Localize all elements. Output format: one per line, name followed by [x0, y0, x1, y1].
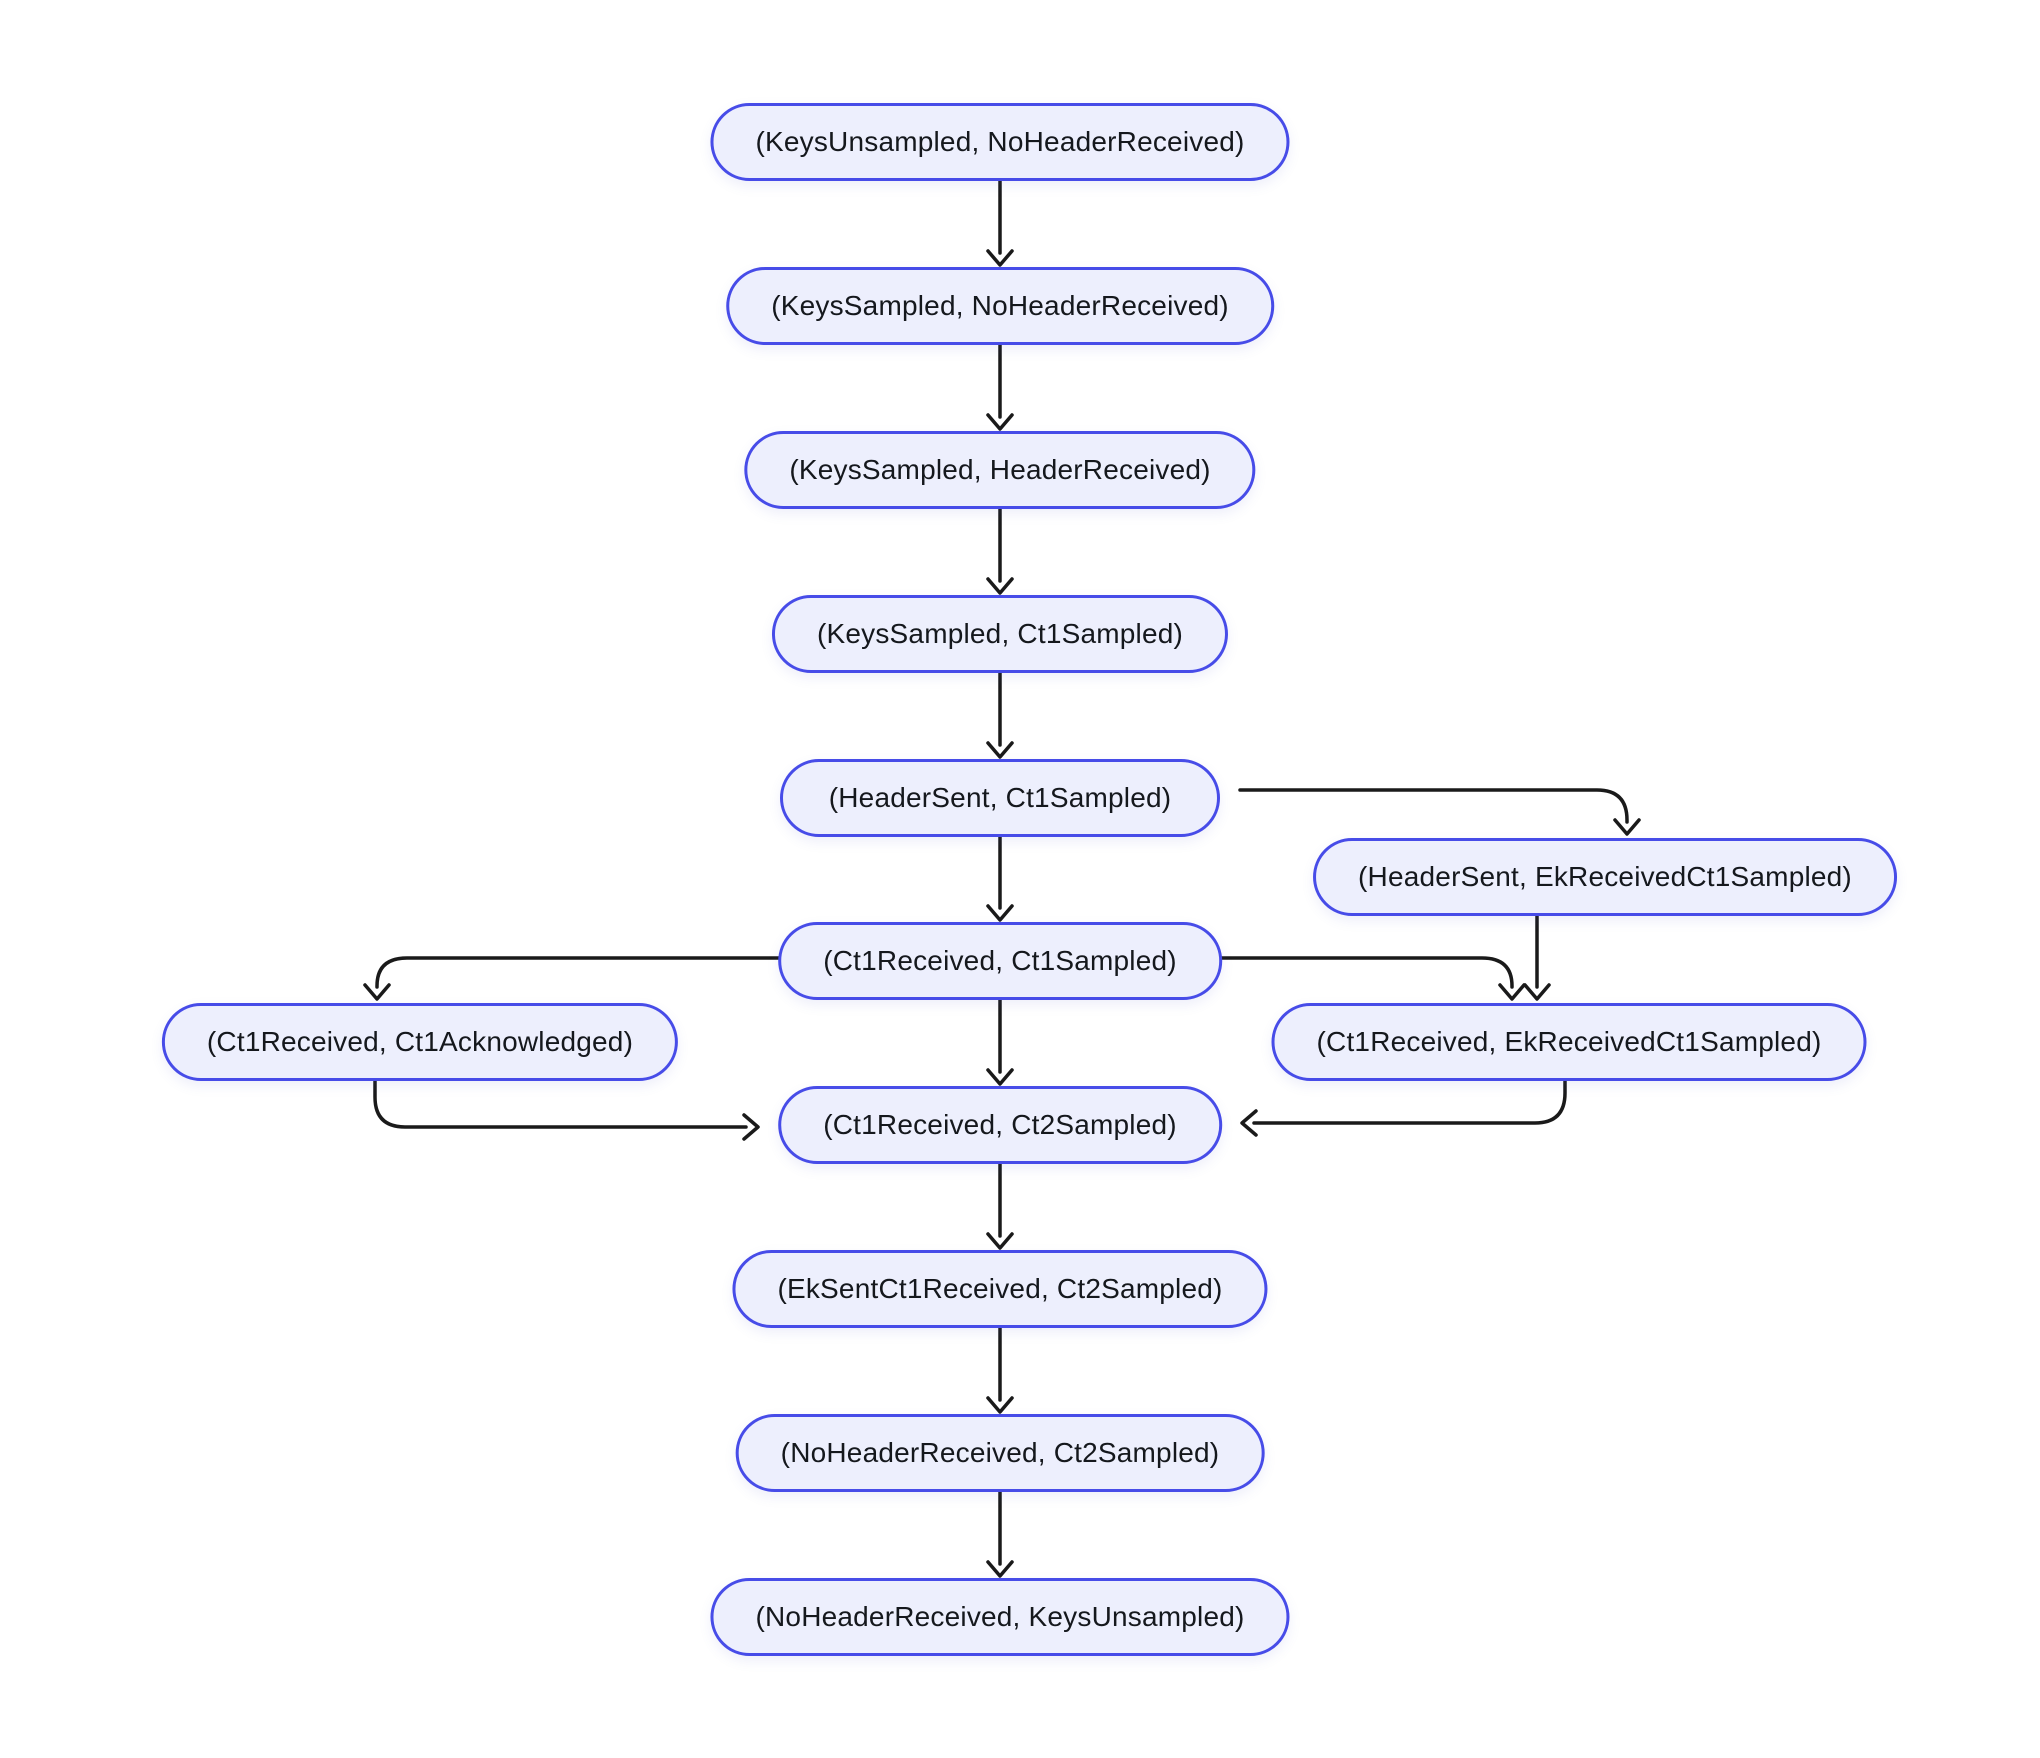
state-node-keysunsampled-noheaderreceived: (KeysUnsampled, NoHeaderReceived) — [710, 103, 1290, 181]
state-node-label: (HeaderSent, EkReceivedCt1Sampled) — [1358, 861, 1852, 892]
state-node-label: (KeysSampled, HeaderReceived) — [789, 454, 1211, 485]
state-node-headersent-ekreceivedct1sampled: (HeaderSent, EkReceivedCt1Sampled) — [1313, 838, 1897, 916]
transition-arrow-ct1received-ct1sampled--ct1received-ct1acknowledged — [363, 956, 792, 1001]
state-node-label: (Ct1Received, Ct2Sampled) — [823, 1109, 1177, 1140]
state-node-label: (NoHeaderReceived, Ct2Sampled) — [780, 1437, 1220, 1468]
state-node-label: (HeaderSent, Ct1Sampled) — [828, 782, 1172, 813]
state-node-label: (EkSentCt1Received, Ct2Sampled) — [777, 1273, 1223, 1304]
state-node-keyssampled-ct1sampled: (KeysSampled, Ct1Sampled) — [771, 595, 1229, 673]
state-node-headersent-ct1sampled: (HeaderSent, Ct1Sampled) — [780, 759, 1220, 837]
state-node-label: (Ct1Received, EkReceivedCt1Sampled) — [1316, 1026, 1822, 1057]
state-node-noheaderreceived-keysunsampled: (NoHeaderReceived, KeysUnsampled) — [710, 1578, 1290, 1656]
state-node-label: (KeysUnsampled, NoHeaderReceived) — [755, 126, 1245, 157]
transition-arrow-headersent-ct1sampled--headersent-ekreceivedct1sampled — [1238, 788, 1641, 836]
transition-arrow-ct1received-ekreceivedct1sampled--ct1received-ct2sampled — [1240, 1073, 1567, 1137]
state-node-ct1received-ekreceivedct1sampled: (Ct1Received, EkReceivedCt1Sampled) — [1271, 1003, 1867, 1081]
state-node-keyssampled-noheaderreceived: (KeysSampled, NoHeaderReceived) — [726, 267, 1274, 345]
state-node-ct1received-ct2sampled: (Ct1Received, Ct2Sampled) — [778, 1086, 1222, 1164]
state-node-label: (NoHeaderReceived, KeysUnsampled) — [755, 1601, 1245, 1632]
state-node-label: (Ct1Received, Ct1Acknowledged) — [206, 1026, 634, 1057]
state-node-label: (Ct1Received, Ct1Sampled) — [823, 945, 1177, 976]
state-node-ct1received-ct1sampled: (Ct1Received, Ct1Sampled) — [778, 922, 1222, 1000]
state-node-ct1received-ct1acknowledged: (Ct1Received, Ct1Acknowledged) — [161, 1003, 679, 1081]
transition-arrow-ct1received-ct1sampled--ct1received-ekreceivedct1sampled — [1208, 956, 1526, 1001]
state-node-label: (KeysSampled, NoHeaderReceived) — [771, 290, 1229, 321]
state-node-eksentct1received-ct2sampled: (EkSentCt1Received, Ct2Sampled) — [732, 1250, 1268, 1328]
state-node-label: (KeysSampled, Ct1Sampled) — [816, 618, 1184, 649]
transition-arrow-ct1received-ct1acknowledged--ct1received-ct2sampled — [373, 1073, 760, 1141]
state-node-noheaderreceived-ct2sampled: (NoHeaderReceived, Ct2Sampled) — [735, 1414, 1265, 1492]
state-node-keyssampled-headerreceived: (KeysSampled, HeaderReceived) — [744, 431, 1256, 509]
